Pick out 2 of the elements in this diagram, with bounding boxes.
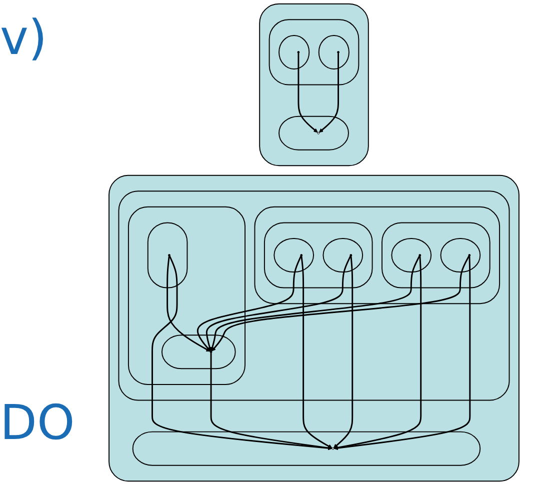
formula-fragment: v)	[0, 10, 48, 66]
formula-fragment: DO	[0, 395, 75, 451]
